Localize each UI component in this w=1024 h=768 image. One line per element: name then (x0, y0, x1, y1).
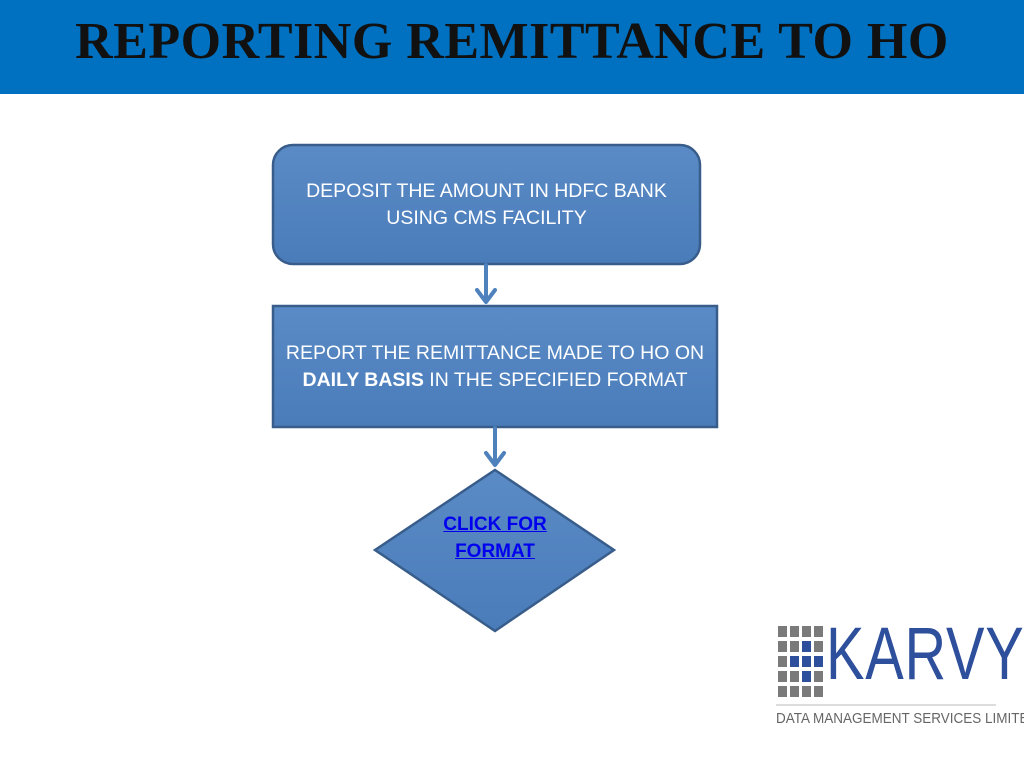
karvy-logo-text: KARVY (826, 612, 1024, 695)
slide-title: REPORTING REMITTANCE TO HO (75, 13, 949, 70)
deposit-step-text: DEPOSIT THE AMOUNT IN HDFC BANK USING CM… (306, 180, 667, 229)
karvy-logo-subtitle: DATA MANAGEMENT SERVICES LIMITED (776, 710, 1024, 727)
title-bar (0, 0, 1024, 94)
click-for-format-link[interactable]: CLICK FOR FORMAT (443, 514, 547, 562)
arrow-2 (484, 426, 506, 467)
report-step-box (271, 304, 719, 429)
format-decision-diamond[interactable] (372, 468, 617, 633)
report-step-text: REPORT THE REMITTANCE MADE TO HO ON DAIL… (283, 322, 707, 412)
daily-basis-emphasis: DAILY BASIS (302, 369, 424, 391)
karvy-logo-grid-icon (776, 626, 996, 706)
report-step-text-end: IN THE SPECIFIED FORMAT (423, 369, 688, 391)
arrow-1 (475, 263, 497, 304)
report-step-text-start: REPORT THE REMITTANCE MADE TO HO ON (285, 342, 705, 364)
